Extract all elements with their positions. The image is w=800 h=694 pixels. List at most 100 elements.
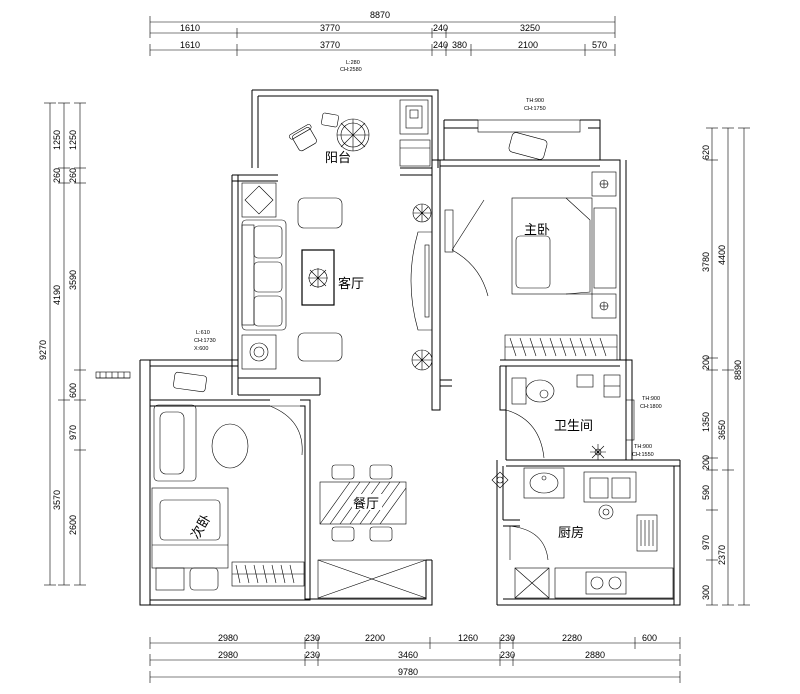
dim-left-r2-c: 4190 <box>52 285 62 305</box>
walls <box>139 89 681 606</box>
note-master-th: TH:900 <box>526 98 544 104</box>
sofa-icon <box>241 219 287 331</box>
sink-icon <box>523 467 565 499</box>
dim-left-r1-e: 970 <box>68 425 78 440</box>
bathroom-area: 卫生间 TH:900 CH:1800 <box>491 374 662 499</box>
note-second-ch: CH:1730 <box>194 338 216 344</box>
dimension-bottom: 2980 230 2200 1260 230 2280 600 2980 230… <box>149 633 681 683</box>
bed-icon <box>151 487 229 569</box>
room-label-master: 主卧 <box>524 223 550 238</box>
dim-bottom-r2-e: 2880 <box>585 650 605 660</box>
dim-bottom-r1-e: 230 <box>500 633 515 643</box>
dim-bottom-r1-f: 2280 <box>562 633 582 643</box>
dim-bottom-r2-b: 230 <box>305 650 320 660</box>
dim-left-r2-a: 1250 <box>52 130 62 150</box>
kitchen-counter <box>554 567 674 599</box>
armchair-icon <box>508 132 548 160</box>
balcony-chair-icon <box>289 124 317 152</box>
balcony-table-icon <box>336 118 370 152</box>
dining-chair-icon <box>331 464 355 480</box>
dim-right-r1-b: 3780 <box>701 252 711 272</box>
balcony-chair-icon <box>321 112 339 128</box>
note-bath-th: TH:900 <box>642 396 660 402</box>
dim-bottom-r1-d: 1260 <box>458 633 478 643</box>
room-label-second: 次卧 <box>188 511 215 542</box>
note-second-x: X:600 <box>194 346 208 352</box>
dim-left-r1-b: 260 <box>68 168 78 183</box>
dim-top-r2-b: 3770 <box>320 40 340 50</box>
dim-top-r2-a: 1610 <box>180 40 200 50</box>
dim-left-r2-d: 3570 <box>52 490 62 510</box>
round-table-icon <box>211 423 249 469</box>
dim-right-r1-g: 970 <box>701 535 711 550</box>
master-window <box>477 119 581 133</box>
nightstand-icon <box>155 567 185 591</box>
note-balcony-ch: CH:2580 <box>340 67 362 73</box>
ottoman-icon <box>297 197 343 229</box>
room-label-balcony: 阳台 <box>325 151 351 166</box>
shower-icon <box>590 444 606 460</box>
pillow-icon <box>189 567 219 591</box>
room-label-dining: 餐厅 <box>353 496 379 512</box>
bedroom-window <box>95 371 131 379</box>
dim-bottom-r2-c: 3460 <box>398 650 418 660</box>
dim-right-r1-e: 200 <box>701 455 711 470</box>
pillow-icon <box>593 207 617 289</box>
dim-top-r1-c: 240 <box>433 23 448 33</box>
dim-top-r1-b: 3770 <box>320 23 340 33</box>
dim-right-r1-a: 620 <box>701 145 711 160</box>
armchair-icon <box>173 371 207 393</box>
dim-right-r1-d: 1350 <box>701 412 711 432</box>
dim-left-r1-c: 3590 <box>68 270 78 290</box>
dim-bottom-r1-b: 230 <box>305 633 320 643</box>
dim-left-r1-d: 600 <box>68 383 78 398</box>
note-kitchen-ch: CH:1550 <box>632 452 654 458</box>
dim-top-r2-e: 2100 <box>518 40 538 50</box>
room-label-bath: 卫生间 <box>554 419 593 434</box>
stove-icon <box>585 571 627 595</box>
toilet-icon <box>511 377 555 405</box>
kitchen-sink-icon <box>583 471 637 503</box>
second-bedroom-area: 次卧 L:610 CH:1730 X:600 <box>95 330 305 591</box>
dim-top-r1-d: 3250 <box>520 23 540 33</box>
dim-right-r1-h: 300 <box>701 585 711 600</box>
dimension-left: 9270 1250 260 4190 3570 1250 260 3590 60… <box>38 102 86 586</box>
door-swing <box>509 525 549 561</box>
bed-icon <box>511 197 593 295</box>
note-bath-ch: CH:1800 <box>640 404 662 410</box>
coffee-table-icon <box>301 249 335 306</box>
dim-top-r1-a: 1610 <box>180 23 200 33</box>
dimension-top: 8870 1610 3770 240 3250 1610 3770 240 38… <box>149 10 616 56</box>
dining-chair-icon <box>369 464 393 480</box>
sofa-icon <box>153 404 197 482</box>
bath-shelf-icon <box>576 374 594 388</box>
door-swing <box>444 199 489 297</box>
note-kitchen-th: TH:900 <box>634 444 652 450</box>
dim-top-total: 8870 <box>370 10 390 20</box>
ottoman-icon <box>297 332 343 362</box>
bath-window <box>625 399 635 441</box>
dining-chair-icon <box>331 526 355 542</box>
door-swing <box>505 409 545 459</box>
dining-chair-icon <box>369 526 393 542</box>
plant-icon <box>411 349 433 371</box>
plant-icon <box>412 203 432 223</box>
dim-top-r2-f: 570 <box>592 40 607 50</box>
door-swing <box>269 405 303 456</box>
wardrobe-icon <box>231 561 305 587</box>
balcony-area: 阳台 L:280 CH:2580 <box>289 60 431 167</box>
sideboard-icon <box>317 559 427 599</box>
nightstand-icon <box>591 293 617 319</box>
dining-area: 餐厅 <box>317 464 427 599</box>
balcony-cabinet <box>399 139 431 167</box>
dim-right-total: 8890 <box>733 360 743 380</box>
note-balcony-l: L:280 <box>346 60 360 66</box>
dim-bottom-r1-a: 2980 <box>218 633 238 643</box>
dim-right-r2-a: 4400 <box>717 245 727 265</box>
master-bedroom-area: 主卧 TH:900 CH:1750 <box>444 98 618 361</box>
dim-bottom-r2-d: 230 <box>500 650 515 660</box>
dim-left-r1-a: 1250 <box>68 130 78 150</box>
fridge-icon <box>514 567 550 599</box>
dim-bottom-r1-g: 600 <box>642 633 657 643</box>
